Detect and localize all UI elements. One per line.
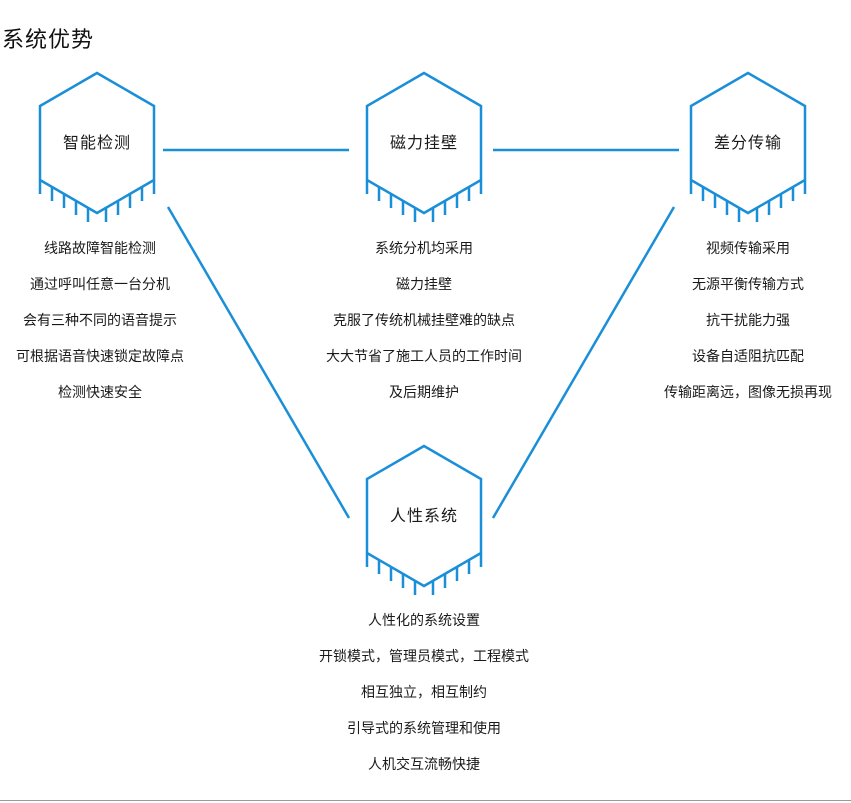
description-line: 传输距离远，图像无损再现 <box>664 385 832 401</box>
page-title: 系统优势 <box>2 28 95 53</box>
description-line: 相互独立，相互制约 <box>361 685 487 701</box>
description-line: 人机交互流畅快捷 <box>368 757 480 773</box>
description-line: 克服了传统机械挂壁难的缺点 <box>333 313 515 329</box>
description-line: 抗干扰能力强 <box>706 313 790 329</box>
description-line: 引导式的系统管理和使用 <box>347 721 501 737</box>
node-label-user-friendly-system: 人性系统 <box>389 506 458 525</box>
description-user-friendly-system: 人性化的系统设置 开锁模式，管理员模式，工程模式 相互独立，相互制约 引导式的系… <box>274 603 574 783</box>
description-line: 无源平衡传输方式 <box>692 277 804 293</box>
hexagon-user-friendly-system <box>365 444 483 595</box>
description-line: 检测快速安全 <box>58 385 142 401</box>
description-line: 设备自适阻抗匹配 <box>692 349 804 365</box>
node-label-differential-transmission: 差分传输 <box>713 133 782 152</box>
hexagon-magnetic-mount <box>365 71 483 222</box>
connector-differential-system <box>491 206 676 519</box>
node-label-magnetic-mount: 磁力挂壁 <box>389 133 458 152</box>
description-line: 可根据语音快速锁定故障点 <box>16 349 184 365</box>
description-line: 开锁模式，管理员模式，工程模式 <box>319 649 529 665</box>
description-line: 通过呼叫任意一台分机 <box>30 277 170 293</box>
description-line: 磁力挂壁 <box>396 277 452 293</box>
description-magnetic-mount: 系统分机均采用 磁力挂壁 克服了传统机械挂壁难的缺点 大大节省了施工人员的工作时… <box>274 231 574 411</box>
bottom-divider <box>0 800 851 801</box>
description-line: 线路故障智能检测 <box>44 241 156 257</box>
description-line: 视频传输采用 <box>706 241 790 257</box>
description-line: 人性化的系统设置 <box>368 613 480 629</box>
description-line: 系统分机均采用 <box>375 241 473 257</box>
description-line: 大大节省了施工人员的工作时间 <box>326 349 522 365</box>
hexagon-differential-transmission <box>689 71 807 222</box>
description-line: 及后期维护 <box>389 385 459 401</box>
description-differential-transmission: 视频传输采用 无源平衡传输方式 抗干扰能力强 设备自适阻抗匹配 传输距离远，图像… <box>598 231 851 411</box>
description-smart-detection: 线路故障智能检测 通过呼叫任意一台分机 会有三种不同的语音提示 可根据语音快速锁… <box>0 231 250 411</box>
node-label-smart-detection: 智能检测 <box>62 133 131 152</box>
connector-detection-system <box>166 206 351 519</box>
hexagon-smart-detection <box>38 71 156 222</box>
description-line: 会有三种不同的语音提示 <box>23 313 177 329</box>
